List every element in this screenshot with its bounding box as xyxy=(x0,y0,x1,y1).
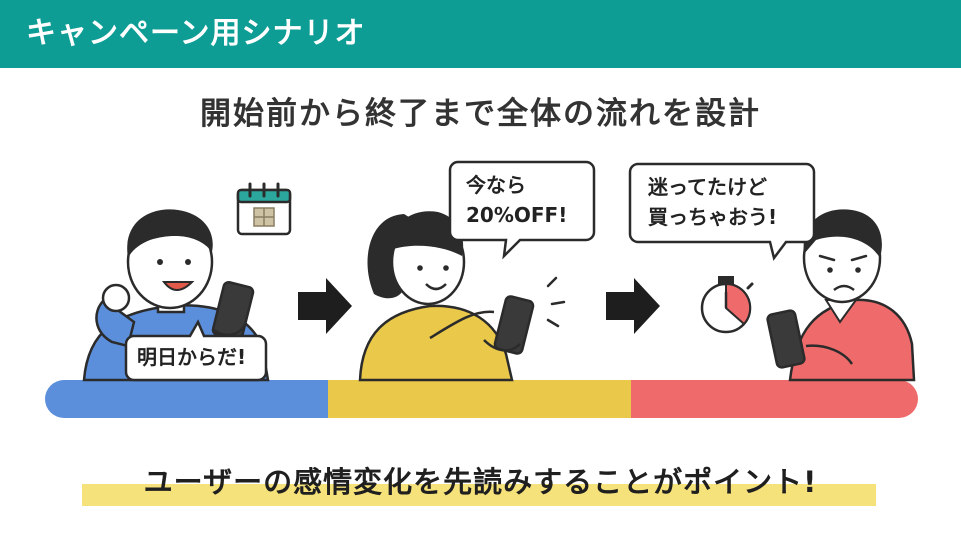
header-bar: キャンペーン用シナリオ xyxy=(0,0,961,68)
speech-text-before: 明日からだ! xyxy=(137,345,247,369)
speech-bubble-before xyxy=(124,319,268,382)
speech-text-during-line2: 20%OFF! xyxy=(466,203,568,227)
page-subtitle: 開始前から終了まで全体の流れを設計 xyxy=(200,96,761,132)
timeline-segment-before xyxy=(45,380,328,418)
timeline-segment-during xyxy=(328,380,631,418)
speech-text-end-line1: 迷ってたけど xyxy=(648,175,767,199)
stopwatch-icon xyxy=(700,276,754,334)
header-title: キャンペーン用シナリオ xyxy=(26,16,366,51)
footer-highlight xyxy=(82,484,876,506)
calendar-icon xyxy=(236,182,292,236)
timeline-bar xyxy=(45,380,918,418)
speech-bubble-during xyxy=(448,160,596,260)
timeline-segment-end xyxy=(631,380,918,418)
speech-text-end-line2: 買っちゃおう! xyxy=(648,205,778,229)
speech-bubble-end xyxy=(628,162,816,261)
person-during xyxy=(358,211,566,382)
person-end xyxy=(766,209,916,382)
footer-message: ユーザーの感情変化を先読みすることがポイント! xyxy=(143,465,818,499)
speech-text-during-line1: 今なら xyxy=(466,173,526,197)
arrow-right-icon xyxy=(606,278,660,334)
arrow-right-icon xyxy=(298,278,352,334)
